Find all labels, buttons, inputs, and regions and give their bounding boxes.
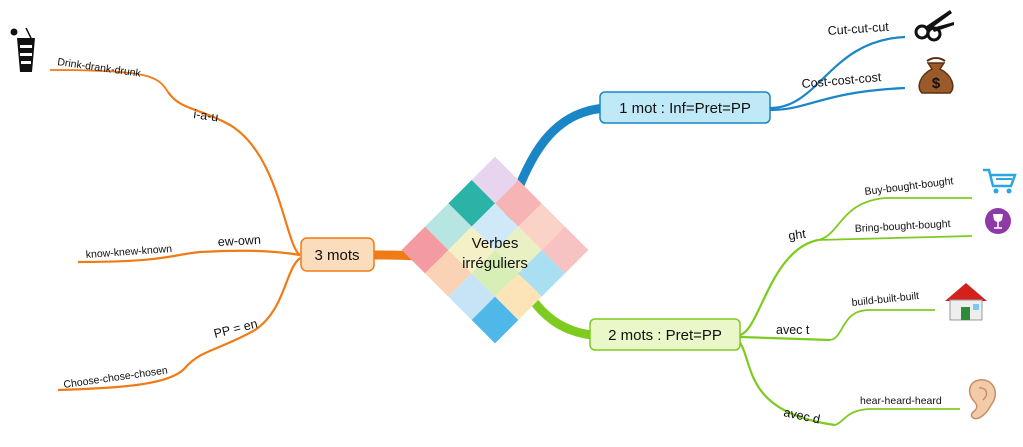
connector-cut (769, 35, 906, 110)
wine-icon (985, 208, 1011, 234)
connector-drink (49, 69, 169, 93)
leaf-buy: Buy-bought-bought (864, 175, 954, 198)
ear-icon (968, 379, 997, 420)
leaf-bring: Bring-bought-bought (855, 218, 951, 235)
connector-hear (834, 408, 960, 426)
sub-iau: i-a-u (193, 107, 220, 124)
connector-ght (739, 238, 819, 337)
connector-buy (817, 197, 972, 241)
node-three-words-label: 3 mots (314, 247, 359, 264)
scissors-icon (914, 10, 954, 42)
sub-ppen: PP = en (212, 317, 259, 341)
leaf-cut: Cut-cut-cut (827, 20, 889, 38)
sub-avec-d: avec d (782, 405, 821, 426)
house-icon (945, 283, 987, 321)
node-one-word[interactable]: 1 mot : Inf=Pret=PP (599, 91, 771, 124)
connector-ewown (77, 249, 301, 264)
svg-text:$: $ (932, 75, 941, 92)
leaf-drink: Drink-drank-drunk (57, 56, 143, 80)
connector-cost (769, 86, 906, 112)
sub-avec-t: avec t (776, 323, 810, 337)
drink-icon (10, 27, 35, 72)
leaf-build: build-built-built (851, 290, 920, 309)
center-title-line1: Verbes (472, 235, 519, 252)
money-bag-icon: $ (918, 57, 954, 94)
connector-iau (167, 91, 301, 256)
connector-build (829, 309, 935, 341)
node-three-words[interactable]: 3 mots (300, 237, 375, 272)
connector-avec-d (737, 339, 836, 427)
node-one-word-label: 1 mot : Inf=Pret=PP (619, 100, 751, 117)
center-title-line2: irréguliers (462, 255, 528, 272)
sub-ght: ght (787, 227, 807, 243)
cart-icon (983, 168, 1017, 194)
sub-ewown: ew-own (217, 233, 261, 249)
connector-bring (817, 235, 973, 241)
leaf-cost: Cost-cost-cost (801, 70, 882, 91)
leaf-hear: hear-heard-heard (860, 395, 942, 407)
node-two-words[interactable]: 2 mots : Pret=PP (589, 318, 741, 351)
node-two-words-label: 2 mots : Pret=PP (608, 327, 722, 344)
connector-ppen (57, 257, 301, 392)
connector-avec-t (739, 335, 831, 342)
